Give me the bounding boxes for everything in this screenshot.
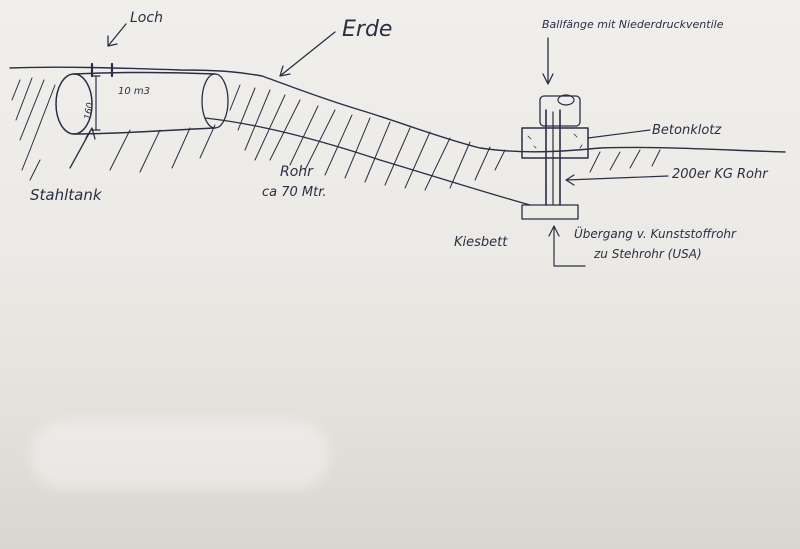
betonklotz-leader <box>587 129 651 139</box>
loch-label: Loch <box>130 10 163 26</box>
uebergang-arrow <box>548 225 586 267</box>
tank-diameter-label: 160 <box>83 102 96 121</box>
rohr-label-line1: Rohr <box>280 164 314 180</box>
uebergang-label-line1: Übergang v. Kunststoffrohr <box>574 225 737 241</box>
hole-markers <box>90 62 114 78</box>
stahltank-arrow <box>69 127 96 169</box>
stahltank-label: Stahltank <box>30 186 103 204</box>
uebergang-label-line2: zu Stehrohr (USA) <box>593 247 702 261</box>
rohr-label-line2: ca 70 Mtr. <box>262 185 327 200</box>
betonklotz-label: Betonklotz <box>652 123 722 138</box>
ground-surface-line <box>9 66 786 153</box>
steel-tank <box>55 71 229 135</box>
loch-arrow <box>107 23 127 47</box>
ballfaenge-arrow <box>542 37 554 85</box>
erde-label: Erde <box>342 17 392 42</box>
kg-rohr-label: 200er KG Rohr <box>672 167 769 182</box>
pipe-line <box>204 117 531 206</box>
tank-volume-label: 10 m3 <box>118 86 150 97</box>
paper-fold <box>30 420 330 490</box>
kiesbett-label: Kiesbett <box>454 235 508 250</box>
ballfaenge-label: Ballfänge mit Niederdruckventile <box>542 18 724 31</box>
erde-arrow <box>279 31 336 77</box>
standpipe-assembly <box>521 94 589 220</box>
kg-rohr-arrow <box>565 174 669 186</box>
